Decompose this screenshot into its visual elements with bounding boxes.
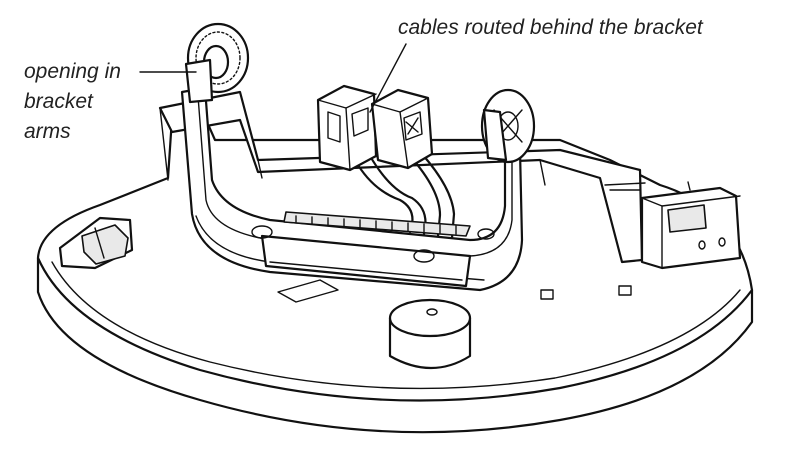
- opening-label-line-1: opening in: [24, 60, 121, 83]
- opening-label-line-2: bracket: [24, 90, 94, 113]
- round-post: [390, 300, 470, 368]
- cables-label: cables routed behind the bracket: [398, 16, 704, 39]
- opening-label-line-3: arms: [24, 120, 71, 143]
- connector-left: [318, 86, 376, 170]
- connector-right: [372, 90, 432, 168]
